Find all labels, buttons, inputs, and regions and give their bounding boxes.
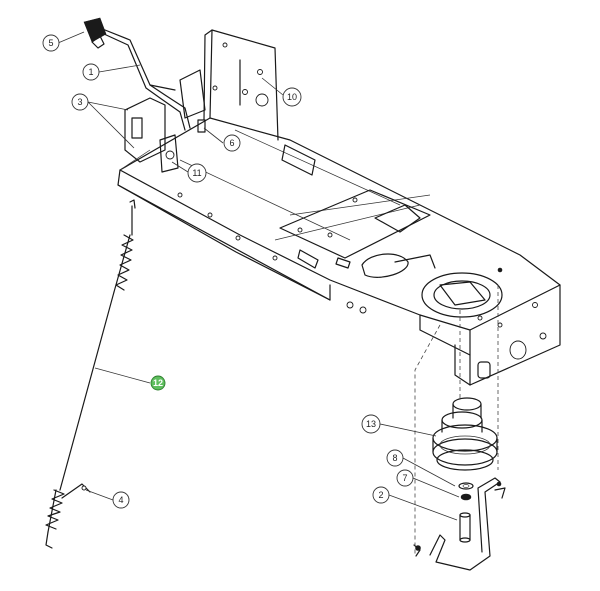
callout-5: 5 [42,34,60,52]
leader-lines [57,31,460,521]
callout-12: 12 [150,375,166,391]
spacer [460,493,472,501]
callout-10-label: 10 [287,92,297,102]
callout-7: 7 [396,469,414,487]
callout-1-label: 1 [88,67,93,77]
callout-6: 6 [223,134,241,152]
callout-10: 10 [282,87,302,107]
callout-8: 8 [386,449,404,467]
washer [458,482,474,490]
callout-5-label: 5 [48,38,53,48]
alignment-line [414,324,441,555]
callout-13: 13 [361,414,381,434]
cable-clip [61,483,91,499]
callout-11-label: 11 [192,168,201,178]
shoulder-bolt [459,512,471,543]
tractor-frame [117,29,561,386]
callout-11: 11 [187,163,207,183]
callout-12-label: 12 [153,378,163,388]
callout-2-label: 2 [378,490,383,500]
callout-7-label: 7 [402,473,407,483]
callout-8-label: 8 [392,453,397,463]
lift-lever [99,27,191,131]
callout-1: 1 [82,63,100,81]
control-cable [45,199,136,549]
pulley-assembly [432,397,498,471]
callout-6-label: 6 [229,138,234,148]
callout-13-label: 13 [366,419,376,429]
callout-2: 2 [372,486,390,504]
lever-knob [83,17,107,49]
callout-3: 3 [71,93,89,111]
callout-3-label: 3 [77,97,82,107]
idler-bracket [413,477,506,571]
callout-4-label: 4 [118,495,123,505]
callout-4: 4 [112,491,130,509]
